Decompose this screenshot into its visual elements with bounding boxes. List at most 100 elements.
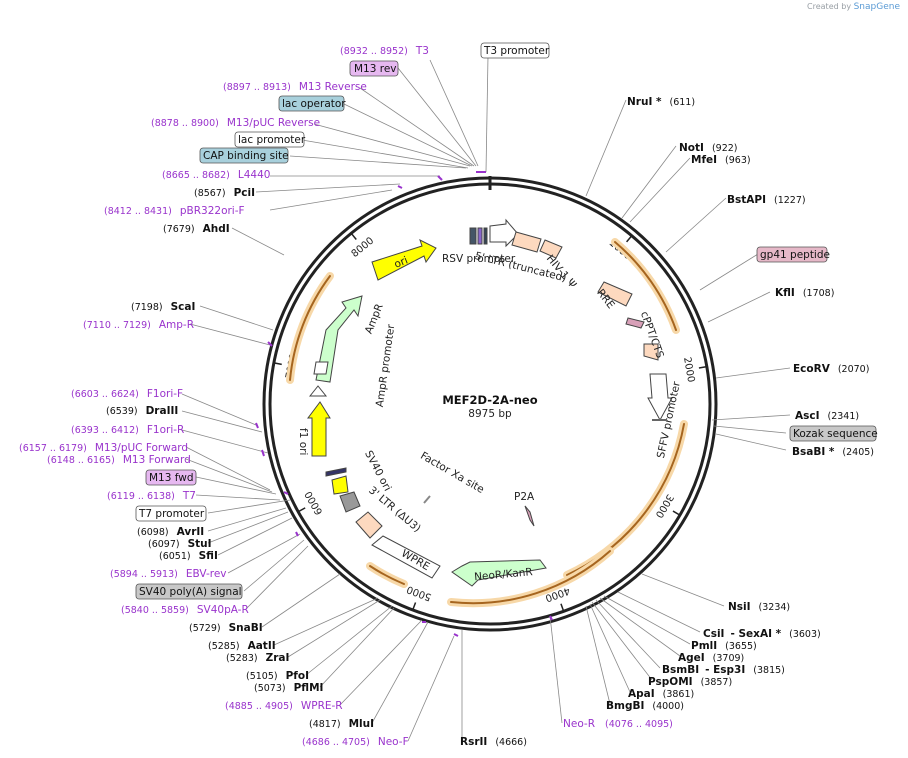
rsv-marker-b	[477, 227, 483, 245]
enzyme-pos: (3603)	[789, 629, 821, 640]
box-lac-promoter	[234, 131, 305, 148]
rsv-marker-a	[469, 227, 477, 245]
enzyme-pos: (2341)	[828, 411, 860, 422]
ruler-tick	[672, 510, 681, 516]
primer-range: (5894 .. 5913)	[110, 569, 178, 580]
primer-name: M13 Reverse	[299, 81, 367, 93]
svg-text:(6119 .. 6138)T7: (6119 .. 6138)T7	[107, 490, 196, 502]
enzyme-name: AscI	[795, 410, 820, 422]
enzyme-extra: - SexAI *	[730, 628, 781, 640]
label-t7-promoter: T7 promoter	[138, 508, 205, 520]
svg-text:(8878 .. 8900)M13/pUC Reverse: (8878 .. 8900)M13/pUC Reverse	[151, 117, 320, 129]
svg-text:(7110 .. 7129)Amp-R: (7110 .. 7129) Amp-R	[83, 319, 194, 331]
svg-text:(6603 .. 6624)F1ori-F: (6603 .. 6624)F1ori-F	[71, 388, 183, 400]
primer-name: EBV-rev	[186, 568, 227, 580]
label-gp41: gp41 peptide	[760, 249, 830, 261]
primer-range: (8412 .. 8431)	[104, 206, 172, 217]
label-m13-rev: M13 rev	[354, 63, 397, 75]
primer-range: (6603 .. 6624)	[71, 389, 139, 400]
primer-name: L4440	[238, 169, 271, 181]
enzyme-pos: (3861)	[663, 689, 695, 700]
primer-name: Amp-R	[159, 319, 194, 331]
primer-labels: (8932 .. 8952) T3 (8897 .. 8913) M13 Rever…	[19, 45, 673, 748]
enzyme-name: SnaBI	[229, 622, 263, 634]
label-connectors	[181, 55, 791, 742]
enzyme-pos: (1708)	[803, 288, 835, 299]
primer-range: (5840 .. 5859)	[121, 605, 189, 616]
primer-name: M13/pUC Reverse	[227, 117, 320, 129]
enzyme-pos: (963)	[725, 155, 751, 166]
svg-text:(4885 .. 4905)WPRE-R: (4885 .. 4905)WPRE-R	[225, 700, 343, 712]
enzyme-pos: (4817)	[309, 719, 341, 730]
enzyme-name: ApaI	[628, 688, 655, 700]
ruler-tick	[412, 602, 417, 611]
enzyme-name: PmlI	[691, 640, 717, 652]
feature-arcs	[286, 238, 688, 608]
rsv-marker-c	[483, 227, 488, 245]
svg-text:(6051)SfiI: (6051)SfiI	[159, 550, 218, 562]
svg-text:(8412 .. 8431)pBR322ori-F: (8412 .. 8431)pBR322ori-F	[104, 205, 245, 217]
svg-text:(6148 .. 6165)M13 Forward: (6148 .. 6165)M13 Forward	[47, 454, 191, 466]
enzyme-pos: (611)	[670, 97, 696, 108]
plasmid-name: MEF2D-2A-neo	[442, 393, 537, 407]
svg-text:(4686 .. 4705)Neo-F: (4686 .. 4705)Neo-F	[302, 736, 409, 748]
label-cap-site: CAP binding site	[203, 150, 289, 162]
svg-text:BsaBI *(2405): BsaBI *(2405)	[792, 446, 874, 458]
label-lac-promoter: lac promoter	[238, 134, 306, 146]
svg-text:(5073)PflMI: (5073) PflMI	[254, 682, 323, 694]
enzyme-pos: (1227)	[774, 195, 806, 206]
enzyme-name: StuI	[188, 538, 212, 550]
svg-text:(7198)ScaI: (7198)ScaI	[131, 301, 195, 313]
primer-range: (4885 .. 4905)	[225, 701, 293, 712]
primer-range: (6148 .. 6165)	[47, 455, 115, 466]
label-lac-operator: lac operator	[282, 98, 346, 110]
neor-arrow	[451, 559, 547, 587]
svg-text:NruI *(611): NruI *(611)	[627, 96, 695, 108]
svg-text:(6539)DraIII: (6539)DraIII	[106, 405, 178, 417]
enzyme-pos: (7679)	[163, 224, 195, 235]
svg-text:KflI(1708): KflI(1708)	[775, 287, 834, 299]
svg-text:(5285)AatII: (5285)AatII	[208, 640, 276, 652]
plasmid-title: MEF2D-2A-neo 8975 bp	[442, 393, 537, 420]
primer-range: (4686 .. 4705)	[302, 737, 370, 748]
primer-range: (8897 .. 8913)	[223, 82, 291, 93]
primer-range: (8932 .. 8952)	[340, 46, 408, 57]
box-gp41	[756, 246, 828, 263]
svg-text:BmgBI(4000): BmgBI(4000)	[606, 700, 684, 712]
rre-box	[597, 281, 633, 307]
enzyme-pos: (2070)	[838, 364, 870, 375]
feature-label-ori: ori	[393, 254, 410, 270]
feature-shapes	[307, 218, 673, 587]
primer-range: (7110 .. 7129)	[83, 320, 151, 331]
ampr-promoter-arrow	[308, 361, 329, 397]
enzyme-name: MluI	[349, 718, 374, 730]
wpre-arrow	[371, 535, 441, 579]
enzyme-pos: (3815)	[753, 665, 785, 676]
enzyme-pos: (5073)	[254, 683, 286, 694]
enzyme-name: PspOMI	[648, 676, 693, 688]
ruler-tick	[560, 603, 565, 612]
enzyme-pos: (3857)	[701, 677, 733, 688]
ruler-tick	[698, 365, 707, 369]
box-kozak	[789, 425, 877, 442]
box-m13-rev	[349, 60, 399, 77]
feature-label-p2a: P2A	[514, 491, 535, 503]
primer-name: Neo-R	[563, 718, 595, 730]
svg-text:(8665 .. 8682)L4440: (8665 .. 8682)L4440	[162, 169, 270, 181]
boxed-labels: M13 rev lac operator lac promoter CAP bi…	[135, 42, 878, 600]
svg-text:(5105)PfoI: (5105)PfoI	[246, 670, 309, 682]
5-ltr-box	[511, 231, 542, 253]
snapgene-logo: SnapGene	[853, 2, 900, 12]
sv40-marker	[325, 467, 347, 477]
enzyme-pos: (3709)	[713, 653, 745, 664]
enzyme-name: PflMI	[294, 682, 324, 694]
svg-text:NotI(922): NotI(922)	[679, 142, 737, 154]
primer-name: T3	[415, 45, 429, 57]
svg-text:BsmBI- Esp3I(3815): BsmBI- Esp3I(3815)	[662, 664, 785, 676]
sv40-promoter-box	[339, 491, 361, 513]
3-ltr-box	[355, 511, 383, 539]
enzyme-pos: (8567)	[194, 188, 226, 199]
enzyme-pos: (7198)	[131, 302, 163, 313]
feature-label-rsv-promoter: RSV promoter	[442, 253, 516, 265]
